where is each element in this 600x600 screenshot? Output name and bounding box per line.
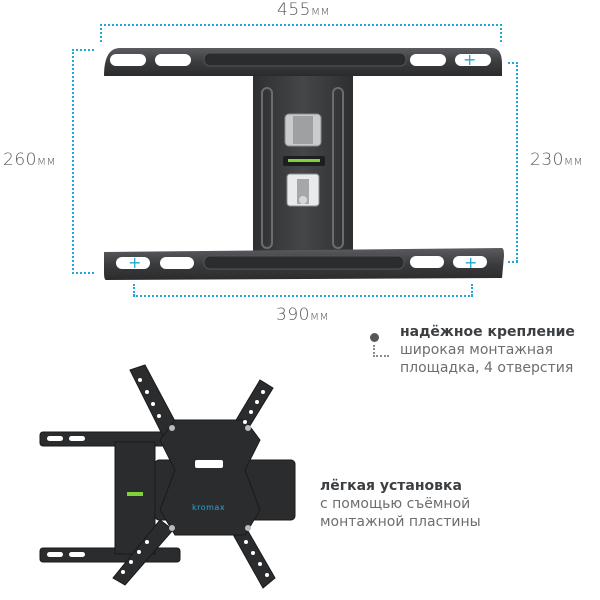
dimension-line-right xyxy=(516,62,518,262)
dimension-line-bottom xyxy=(133,295,473,297)
hole-marker-icon: + xyxy=(128,253,142,272)
dimension-value: 260 xyxy=(3,150,37,170)
dimension-unit: мм xyxy=(309,309,330,323)
tv-bracket-image xyxy=(35,360,305,595)
brand-logo: kromax xyxy=(192,503,225,512)
feature-easy-install: лёгкая установка с помощью съёмной монта… xyxy=(320,478,481,531)
mounting-plate-image xyxy=(100,44,505,284)
dimension-tick-top-right xyxy=(500,24,502,42)
dimension-label-right-height: 230мм xyxy=(530,150,583,170)
feature-bullet-icon xyxy=(370,333,379,342)
dimension-tick-right-bottom xyxy=(508,261,518,263)
dimension-tick-top-left xyxy=(100,24,102,42)
dimension-unit: мм xyxy=(310,4,331,18)
feature-line: с помощью съёмной xyxy=(320,496,471,512)
feature-title: лёгкая установка xyxy=(320,478,462,494)
dimension-label-top-width: 455мм xyxy=(277,0,330,20)
dimension-line-top xyxy=(100,24,502,26)
hole-marker-icon: + xyxy=(463,50,477,69)
dimension-unit: мм xyxy=(36,154,57,168)
feature-line: монтажной пластины xyxy=(320,514,481,530)
dimension-label-bottom-width: 390мм xyxy=(276,305,329,325)
dimension-tick-right-top xyxy=(508,62,518,64)
dimension-tick-bottom-right xyxy=(471,284,473,296)
dimension-tick-left-top xyxy=(72,49,94,51)
hole-marker-icon: + xyxy=(464,253,478,272)
feature-line: широкая монтажная xyxy=(400,342,554,358)
dimension-line-left xyxy=(72,49,74,274)
dimension-value: 230 xyxy=(530,150,564,170)
brand-logo-text: kromax xyxy=(192,503,226,512)
feature-title: надёжное крепление xyxy=(400,324,575,340)
dimension-value: 390 xyxy=(276,305,310,325)
feature-connector-icon xyxy=(373,345,389,357)
feature-line: площадка, 4 отверстия xyxy=(400,360,574,376)
dimension-value: 455 xyxy=(277,0,311,20)
dimension-unit: мм xyxy=(563,154,584,168)
feature-reliable-mount: надёжное крепление широкая монтажная пло… xyxy=(400,324,575,377)
dimension-tick-bottom-left xyxy=(133,284,135,296)
dimension-tick-left-bottom xyxy=(72,272,94,274)
dimension-label-left-height: 260мм xyxy=(3,150,56,170)
